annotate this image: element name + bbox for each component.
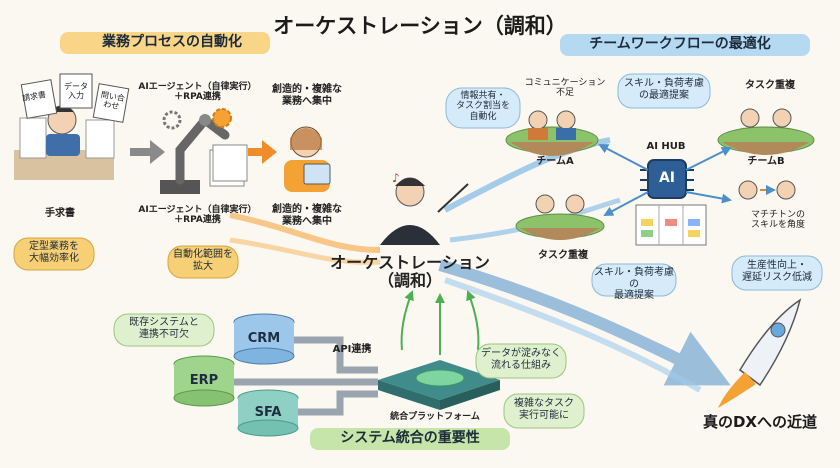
paper-data-input-label: データ 入力 — [64, 82, 88, 101]
creative-bottom-label: 創造的・複雑な 業務へ集中 — [272, 204, 342, 227]
bubble-complex-tasks: 複雑なタスク 実行可能に — [514, 398, 574, 421]
team-b-label: チームB — [747, 156, 785, 167]
database-sfa-label: SFA — [254, 405, 282, 420]
matching-label: マチチトンの スキルを角度 — [750, 210, 805, 231]
section1-highlight — [60, 32, 270, 54]
orchestration-center-label: オーケストレーション （調和） — [330, 253, 490, 291]
ai-hub-links — [598, 144, 732, 216]
creative-worker-icon — [284, 126, 331, 192]
integration-platform-icon — [378, 360, 500, 410]
section3-highlight — [310, 428, 510, 450]
ai-hub-icon — [640, 159, 694, 199]
bubbles — [13, 73, 823, 429]
manual-work-label: 手求書 — [45, 208, 75, 219]
bubble-efficiency: 定型業務を 大幅効率化 — [29, 241, 79, 264]
skill-matching-icon — [738, 180, 796, 200]
task-overlap-mid-label: タスク重複 — [538, 250, 588, 261]
ai-hub-label: AI HUB — [646, 141, 686, 152]
bubble-scope: 自動化範囲を 拡大 — [173, 249, 233, 272]
bubble-info-share: 情報共有・ タスク割当を 自動化 — [455, 91, 510, 122]
task-board-icon — [635, 204, 707, 246]
bubble-productivity: 生産性向上・ 遅延リスク低減 — [742, 260, 812, 283]
database-sfa — [237, 389, 299, 437]
ai-chip-label: AI — [658, 170, 676, 186]
api-link-label: API連携 — [332, 344, 372, 355]
team-a-label: チームA — [536, 156, 574, 167]
bubble-data-flow: データが淀みなく 流れる仕組み — [481, 348, 561, 371]
ai-agent-top-label: AIエージェント（自律実行） ＋RPA連携 — [138, 82, 257, 103]
music-note-icon: ♪ — [392, 171, 400, 185]
page-title: オーケストレーション（調和） — [273, 14, 567, 38]
section-title-process-automation: 業務プロセスの自動化 — [102, 34, 242, 50]
pipes — [234, 336, 378, 416]
tablet-icon — [303, 163, 331, 185]
ai-agent-bottom-label: AIエージェント（自律実行） ＋RPA連携 — [138, 205, 257, 226]
bubble-skill-bottom: スキル・負荷考慮の 最適提案 — [594, 267, 674, 301]
task-overlap-top-label: タスク重複 — [745, 80, 795, 91]
section-title-system-integration: システム統合の重要性 — [340, 430, 480, 446]
step-arrow-1 — [130, 140, 165, 164]
database-erp-label: ERP — [189, 373, 219, 388]
paper-notes — [20, 73, 130, 123]
section2-highlight — [560, 34, 810, 56]
communication-gap-label: コミュニケーション 不足 — [524, 78, 606, 99]
conductor-icon: ♪ — [380, 171, 469, 245]
database-crm-label: CRM — [247, 331, 281, 346]
step-arrow-2 — [248, 140, 277, 164]
dx-label: 真のDXへの近道 — [702, 413, 818, 431]
database-crm — [233, 313, 295, 365]
database-erp — [173, 355, 235, 407]
gear-icons — [162, 108, 232, 130]
platform-label: 統合プラットフォーム — [390, 412, 480, 422]
island-team-b — [717, 108, 815, 155]
bubble-legacy: 既存システムと 連携不可欠 — [129, 317, 199, 340]
upward-data-arrows — [400, 290, 480, 355]
bubble-skill-top: スキル・負荷考慮 の最適提案 — [624, 78, 704, 101]
island-task-overlap — [515, 194, 605, 240]
rocket-icon — [718, 298, 802, 408]
robot-arm-icon — [160, 113, 248, 194]
stressed-worker-icon — [14, 105, 115, 180]
section-title-team-optimization: チームワークフローの最適化 — [589, 36, 771, 52]
island-team-a — [505, 110, 599, 156]
creative-top-label: 創造的・複雑な 業務へ集中 — [272, 84, 342, 107]
dx-main-arrow — [438, 259, 731, 386]
